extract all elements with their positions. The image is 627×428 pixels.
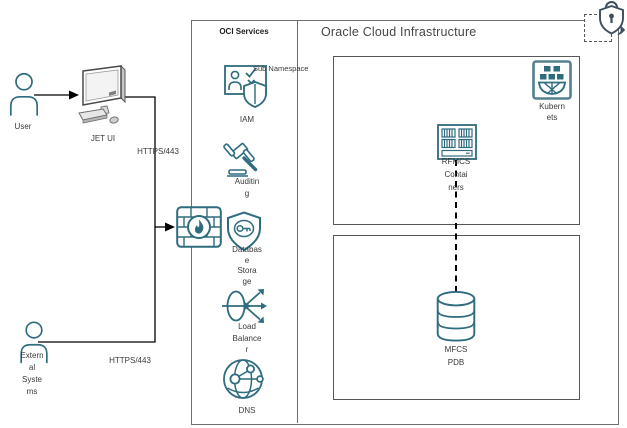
auditing-label: Auditin g	[234, 177, 260, 198]
oci-services-title: OCI Services	[219, 27, 269, 36]
auditing-icon	[223, 142, 258, 177]
jet-ui-monitor-icon	[78, 64, 126, 124]
database-storage-label: Databas e Stora ge	[232, 245, 262, 286]
sub-namespace-label: Sub Namespace	[253, 64, 309, 73]
jet-ui-label: JET UI	[90, 134, 116, 143]
security-lock-icon	[599, 1, 625, 36]
user-to-jetui-arrowhead	[69, 90, 79, 100]
kubernetes-label: Kubern ets	[539, 102, 565, 122]
iam-icon	[224, 65, 267, 108]
rfmcs-containers-icon	[437, 124, 477, 160]
user-label: User	[14, 122, 32, 131]
load-balancer-icon	[222, 289, 267, 323]
dns-icon	[223, 359, 264, 399]
dns-label: DNS	[238, 406, 256, 415]
https-bottom-label: HTTPS/443	[109, 356, 151, 365]
mfcs-pdb-database-icon	[436, 290, 476, 342]
external-systems-label: Extern al Syste ms	[20, 351, 44, 396]
cloud-title: Oracle Cloud Infrastructure	[321, 25, 477, 39]
firewall-icon	[176, 206, 222, 248]
user-icon	[9, 72, 39, 116]
mfcs-pdb-label: MFCS PDB	[444, 345, 468, 367]
iam-label: IAM	[239, 115, 255, 124]
kubernetes-icon	[532, 60, 572, 100]
oci-services-divider	[297, 20, 298, 423]
jetui-external-connector	[38, 96, 156, 343]
firewall-arrowhead	[165, 222, 175, 232]
external-systems-icon	[20, 321, 48, 364]
database-storage-icon	[227, 211, 261, 252]
rfmcs-containers-label: RFMCS Contai ners	[441, 157, 471, 192]
load-balancer-label: Load Balance r	[232, 322, 262, 354]
https-top-label: HTTPS/443	[137, 147, 179, 156]
